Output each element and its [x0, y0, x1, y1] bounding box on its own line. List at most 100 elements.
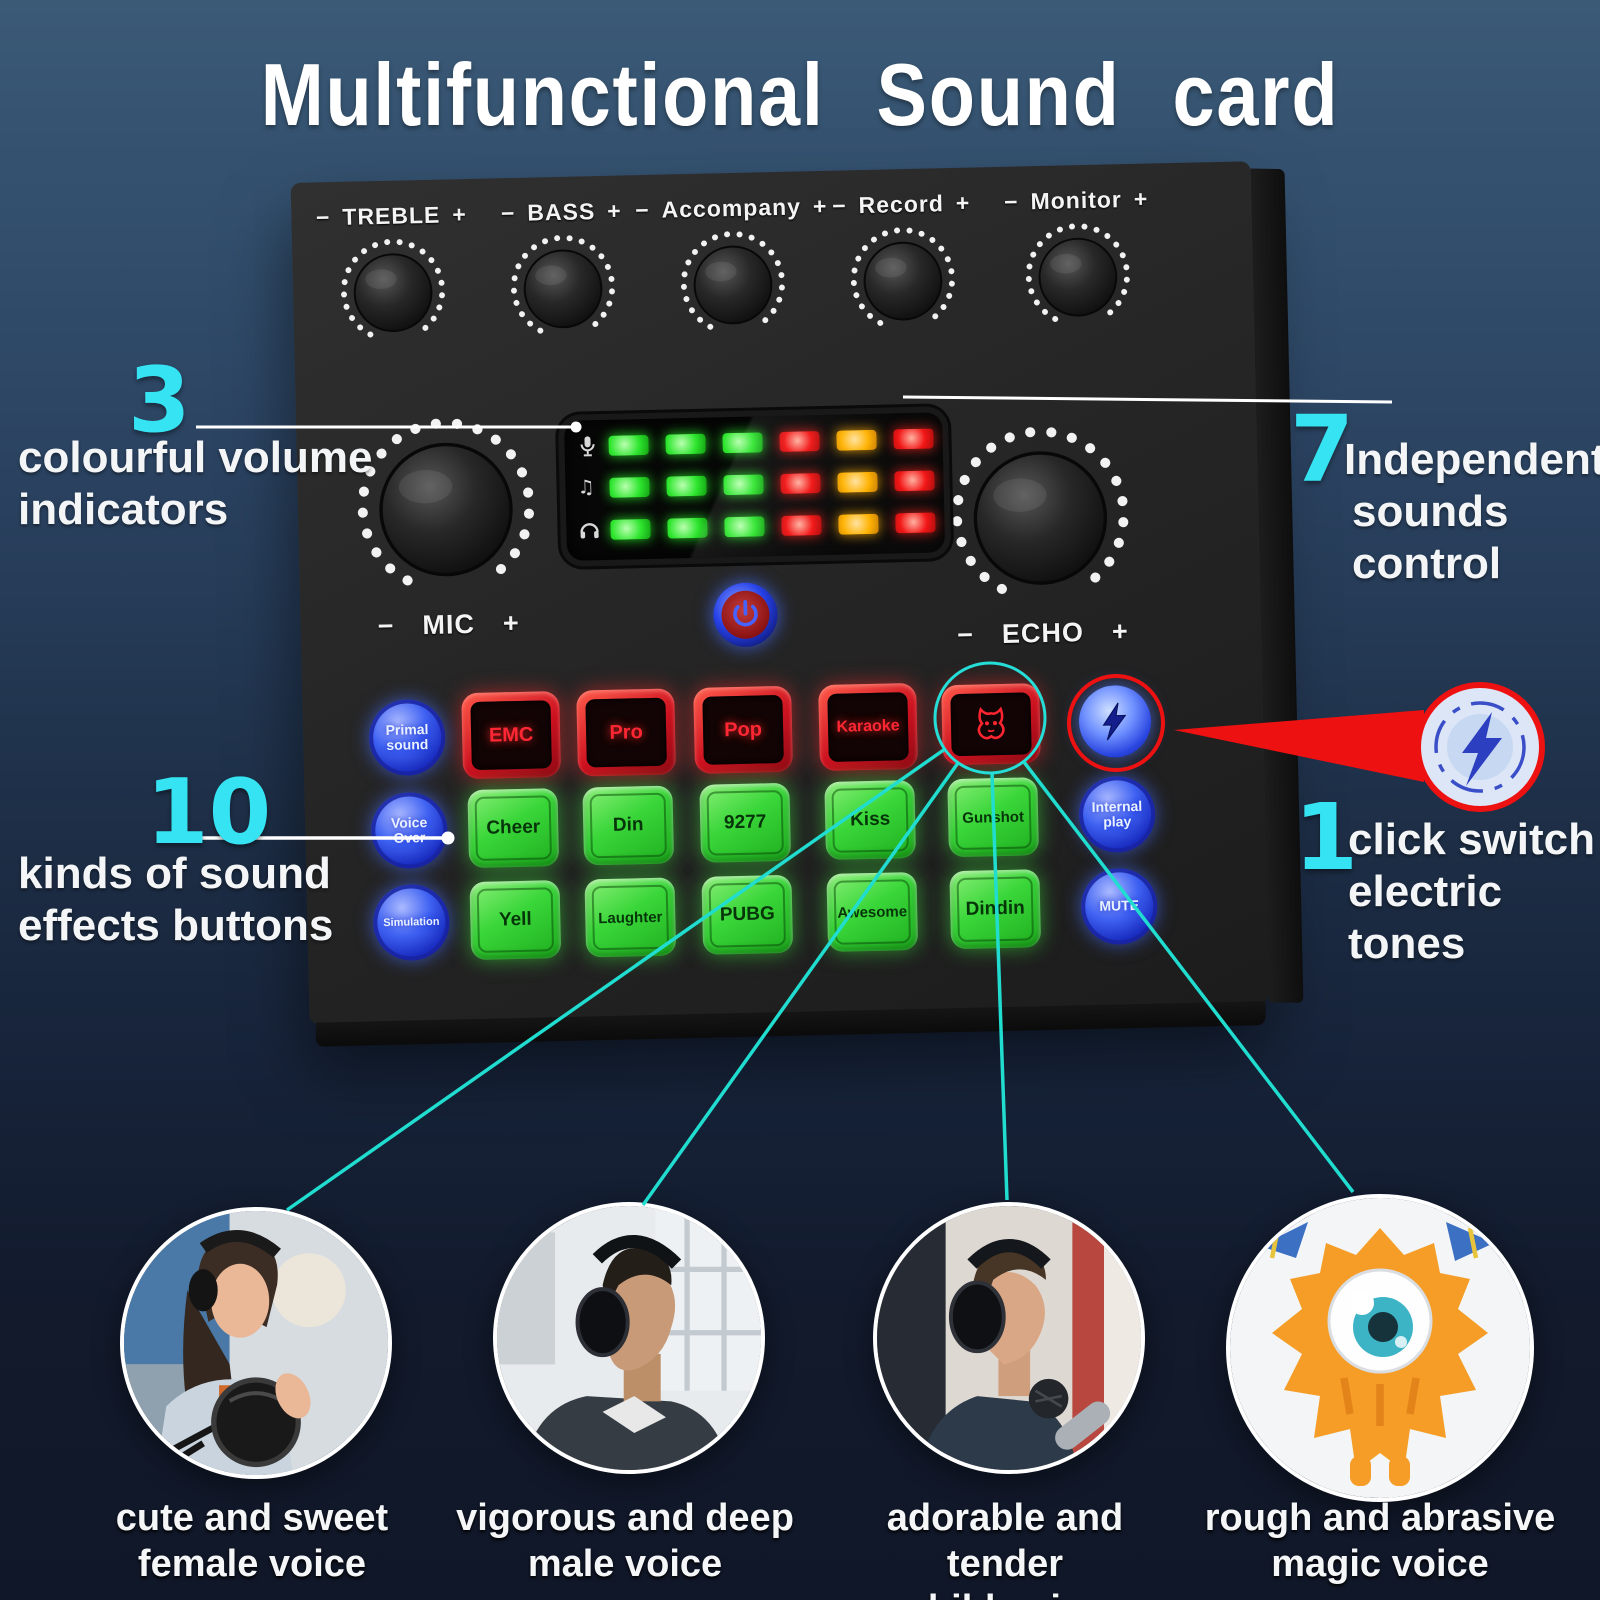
led-amber [836, 429, 877, 451]
caption-magic-line1: rough and abrasive [1204, 1497, 1556, 1539]
button-pubg-label: PUBG [719, 903, 775, 926]
caption-child-line2: child voice [825, 1587, 1185, 1600]
led-green [722, 432, 763, 454]
button-yell: Yell [469, 880, 562, 961]
led-red [780, 473, 821, 494]
child-streamer-photo [873, 1202, 1145, 1474]
knob-mic-label: −MIC+ [377, 607, 520, 642]
button-karaoke-label: Karaoke [827, 692, 909, 762]
female-streamer-photo [120, 1207, 392, 1479]
callout-volume-text: colourful volume indicators [18, 432, 372, 536]
knob-monitor: −Monitor+ [991, 185, 1164, 338]
button-yell-label: Yell [498, 908, 532, 931]
button-dindin-label: Dindin [965, 897, 1025, 920]
knob-echo-label: −ECHO+ [956, 616, 1130, 650]
button-pubg: PUBG [701, 874, 794, 955]
caption-child-voice: adorable and tender child voice [825, 1496, 1185, 1600]
monster-voice-button [941, 683, 1041, 766]
callout-volume-line2: indicators [18, 484, 229, 534]
led-red [781, 515, 822, 536]
led-red [894, 470, 935, 492]
knob-record-label: −Record+ [831, 189, 971, 219]
caption-male-voice: vigorous and deep male voice [445, 1496, 805, 1587]
callout-electric-line2: electric tones [1348, 866, 1503, 968]
knob-accompany-label: −Accompany+ [634, 192, 828, 224]
led-amber [837, 471, 878, 493]
callout-volume-number: 3 [128, 348, 191, 453]
button-pro: Pro [576, 688, 677, 777]
music-note-icon: ♫ [577, 476, 595, 499]
power-icon [733, 599, 758, 627]
knob-dial [510, 234, 616, 334]
callout-electric-text: click switch electric tones [1348, 814, 1600, 970]
callout-sounds-text: Independent sounds control [1344, 434, 1600, 590]
button-gunshot: Gunshot [947, 777, 1040, 858]
knob-bass-label: −BASS+ [500, 197, 622, 227]
button-din-label: Din [612, 814, 644, 836]
button-din: Din [582, 785, 675, 866]
caption-female-line1: cute and sweet [115, 1497, 389, 1539]
callout-effects-line1: kinds of sound [18, 849, 331, 898]
music-note-led-row: ♫ [575, 468, 935, 502]
mic-icon [576, 435, 598, 457]
button-gunshot-label: Gunshot [962, 808, 1025, 827]
callout-sounds-line1: Independent [1344, 435, 1600, 484]
button-9277-label: 9277 [723, 811, 767, 834]
caption-male-line2: male voice [527, 1542, 723, 1585]
button-awesome: Awesome [826, 871, 919, 952]
button-primal-sound: Primal sound [368, 698, 447, 777]
knob-echo: −ECHO+ [938, 412, 1143, 651]
led-red [779, 431, 820, 452]
knob-treble: −TREBLE+ [306, 201, 479, 354]
caption-female-line2: female voice [137, 1542, 367, 1585]
button-cheer-label: Cheer [486, 816, 541, 839]
led-green [610, 518, 651, 540]
callout-volume-line1: colourful volume [18, 433, 373, 482]
button-pop: Pop [693, 685, 794, 774]
power-button [712, 582, 779, 648]
button-emc: EMC [461, 691, 562, 780]
button-dindin: Dindin [949, 869, 1042, 950]
button-pop-label: Pop [702, 694, 784, 765]
callout-effects-text: kinds of sound effects buttons [18, 848, 333, 952]
button-kiss: Kiss [824, 780, 917, 861]
lightning-icon [1102, 702, 1127, 741]
led-green [724, 516, 765, 538]
knob-dial [850, 227, 956, 326]
monster-voice-icon [977, 706, 1005, 740]
headphones-led-row [576, 510, 936, 544]
button-emc-label: EMC [470, 700, 552, 771]
knob-mic: −MIC+ [344, 403, 549, 642]
led-amber [838, 513, 879, 535]
led-green [667, 517, 708, 539]
callout-sounds-number: 7 [1290, 396, 1355, 503]
button-kiss-label: Kiss [849, 808, 891, 831]
power-core [720, 590, 771, 640]
led-green [609, 476, 650, 498]
led-green [666, 475, 707, 497]
male-streamer-photo [493, 1202, 765, 1474]
knob-dial [951, 426, 1129, 594]
knob-dial [1025, 223, 1130, 322]
button-karaoke: Karaoke [818, 682, 919, 772]
led-green [723, 474, 764, 496]
button-laughter-label: Laughter [598, 908, 663, 927]
monster-cartoon [1226, 1194, 1534, 1502]
knob-bass: −BASS+ [476, 197, 649, 350]
caption-magic-line2: magic voice [1271, 1542, 1489, 1585]
callout-electric-line1: click switch [1348, 815, 1596, 864]
knob-dial [340, 238, 446, 338]
knob-dial [357, 418, 535, 586]
page-title: Multifunctional Sound card [260, 45, 1340, 144]
knob-treble-label: −TREBLE+ [315, 201, 468, 231]
electric-tone-button [1078, 684, 1152, 759]
knob-accompany: −Accompany+ [634, 192, 828, 346]
electric-tone-zoomed-icon [1415, 682, 1545, 812]
led-green [608, 434, 649, 456]
led-green [665, 433, 706, 455]
headphones-icon [578, 519, 600, 541]
caption-child-line1: adorable and tender [886, 1497, 1124, 1585]
caption-female-voice: cute and sweet female voice [72, 1496, 432, 1587]
led-red [893, 428, 934, 450]
